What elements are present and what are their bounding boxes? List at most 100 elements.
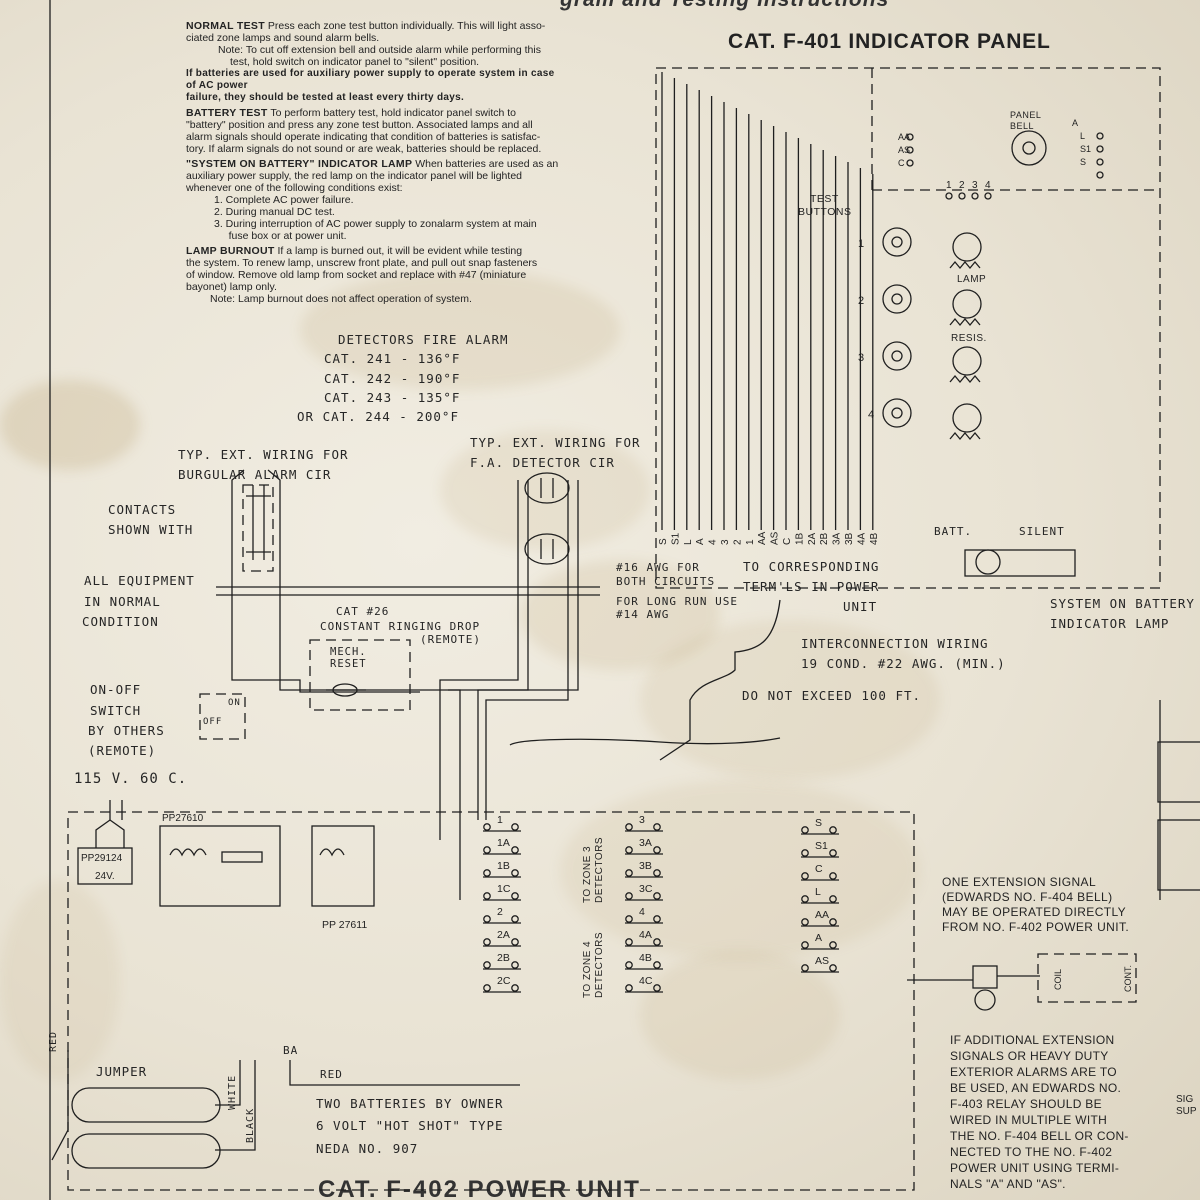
on-off-label-2: SWITCH (90, 703, 142, 718)
zone-terminal-label: 3A (639, 837, 652, 849)
panel-terminal-label: 3 (720, 539, 731, 545)
ringing-drop-label-3: (REMOTE) (420, 633, 481, 646)
switch-on-label: ON (228, 698, 241, 708)
battery-warning-1: If batteries are used for auxiliary powe… (186, 68, 555, 91)
panel-terminal-label: 3B (844, 532, 855, 545)
panel-right-terminal-label: S (1080, 157, 1086, 167)
panel-number-label: 2 (959, 180, 965, 191)
extension-signal-4: FROM NO. F-402 POWER UNIT. (942, 920, 1130, 934)
battery-test-line-4: tory. If alarm signals do not sound or a… (186, 143, 542, 155)
resis-label: RESIS. (951, 333, 987, 344)
terminal-screw (984, 192, 992, 200)
ba-label: BA (283, 1044, 299, 1057)
relay-note-line: BE USED, AN EDWARDS NO. (950, 1081, 1122, 1095)
test-button (882, 398, 912, 428)
battery-test-line-1: To perform battery test, hold indicator … (270, 107, 517, 119)
pp27611-label: PP 27611 (322, 919, 368, 931)
panel-terminal-label: 4 (708, 539, 719, 545)
left-terminal-label: 2B (497, 952, 510, 964)
partial-page-title: gram and Testing Instructions (560, 0, 889, 12)
terminal-screw (511, 938, 519, 946)
extension-signal-1: ONE EXTENSION SIGNAL (942, 875, 1097, 889)
terminal-screw (829, 849, 837, 857)
terminal-screw (801, 872, 809, 880)
terminal-screw (829, 964, 837, 972)
voltage-label: 115 V. 60 C. (74, 771, 188, 787)
contacts-label-1: CONTACTS (108, 502, 177, 517)
panel-terminal-label: A (695, 538, 706, 545)
terminal-screw (906, 159, 914, 167)
terminal-screw (483, 846, 491, 854)
sig-label: SIG (1176, 1094, 1194, 1105)
mech-reset-label-2: RESET (330, 658, 367, 670)
terminal-screw (483, 938, 491, 946)
battery-test-heading: BATTERY TEST (186, 107, 268, 119)
terminal-screw (801, 964, 809, 972)
panel-side-terminal-label: AA (898, 132, 910, 142)
terminal-screw (906, 133, 914, 141)
condition-item-1: 1. Complete AC power failure. (214, 194, 354, 206)
panel-number-label: 3 (972, 180, 978, 191)
ringing-drop-label-2: CONSTANT RINGING DROP (320, 620, 481, 633)
normal-test-line-2: ciated zone lamps and sound alarm bells. (186, 32, 380, 44)
lamp-burnout-line-4: bayonet) lamp only. (186, 281, 277, 293)
extension-signal-2: (EDWARDS NO. F-404 BELL) (942, 890, 1113, 904)
batteries-label-2: 6 VOLT "HOT SHOT" TYPE (316, 1118, 504, 1133)
terminal-screw (625, 984, 633, 992)
lamp-burnout-line-1: If a lamp is burned out, it will be evid… (277, 245, 523, 257)
zone-lamp (952, 232, 982, 262)
zone-lamp (952, 403, 982, 433)
lamp-burnout-line-3: of window. Remove old lamp from socket a… (186, 269, 527, 281)
left-terminal-label: 2C (497, 975, 511, 987)
zone-terminal-label: 4C (639, 975, 653, 987)
long-run-label-1: FOR LONG RUN USE (616, 595, 738, 608)
zone-terminal-label: 3B (639, 860, 652, 872)
relay-note-line: SIGNALS OR HEAVY DUTY (950, 1049, 1109, 1063)
left-terminal-label: 2 (497, 906, 503, 918)
terminal-screw (801, 918, 809, 926)
terminal-screw (906, 146, 914, 154)
relay-note-line: EXTERIOR ALARMS ARE TO (950, 1065, 1117, 1079)
panel-terminal-label: 2B (819, 532, 830, 545)
to-power-unit-label-2: TERM'LS IN POWER (743, 579, 880, 594)
terminal-screw (653, 915, 661, 923)
terminal-screw (1096, 132, 1104, 140)
panel-right-terminal-label: A (1072, 118, 1078, 128)
panel-terminal-label: C (782, 538, 793, 545)
relay-note-line: F-403 RELAY SHOULD BE (950, 1097, 1102, 1111)
sup-label: SUP (1176, 1106, 1197, 1117)
on-off-label-4: (REMOTE) (88, 743, 157, 758)
lamp-burnout-line-2: the system. To renew lamp, unscrew front… (186, 257, 538, 269)
terminal-screw (625, 869, 633, 877)
detector-row-2: CAT. 242 - 190°F (324, 371, 461, 386)
condition-item-2: 2. During manual DC test. (214, 206, 335, 218)
fa-wiring-label-1: TYP. EXT. WIRING FOR (470, 435, 641, 450)
terminal-screw (511, 984, 519, 992)
panel-side-terminal-label: AS (898, 145, 910, 155)
terminal-screw (958, 192, 966, 200)
mech-reset-label-1: MECH. (330, 646, 367, 658)
terminal-screw (829, 941, 837, 949)
terminal-screw (829, 826, 837, 834)
zone-terminal-label: 4B (639, 952, 652, 964)
jumper-label: JUMPER (96, 1064, 148, 1079)
terminal-screw (945, 192, 953, 200)
panel-terminal-label: L (683, 539, 694, 545)
fa-wiring-label-2: F.A. DETECTOR CIR (470, 455, 615, 470)
to-power-unit-label-3: UNIT (843, 599, 878, 614)
zone-terminal-label: 4 (639, 906, 645, 918)
relay-note-line: NECTED TO THE NO. F-402 (950, 1145, 1113, 1159)
pp29124-label: PP29124 (81, 853, 123, 864)
normal-test-note-1: Note: To cut off extension bell and outs… (218, 44, 541, 56)
terminal-screw (801, 826, 809, 834)
terminal-screw (625, 938, 633, 946)
interconnection-label-1: INTERCONNECTION WIRING (801, 636, 989, 651)
lamp-resistor (949, 317, 981, 327)
output-terminal-label: L (815, 886, 821, 898)
switch-off-label: OFF (203, 717, 223, 727)
awg16-label-1: #16 AWG FOR (616, 561, 700, 574)
terminal-screw (829, 895, 837, 903)
test-button (882, 341, 912, 371)
terminal-screw (511, 961, 519, 969)
system-on-battery-line-3: whenever one of the following conditions… (186, 182, 403, 194)
